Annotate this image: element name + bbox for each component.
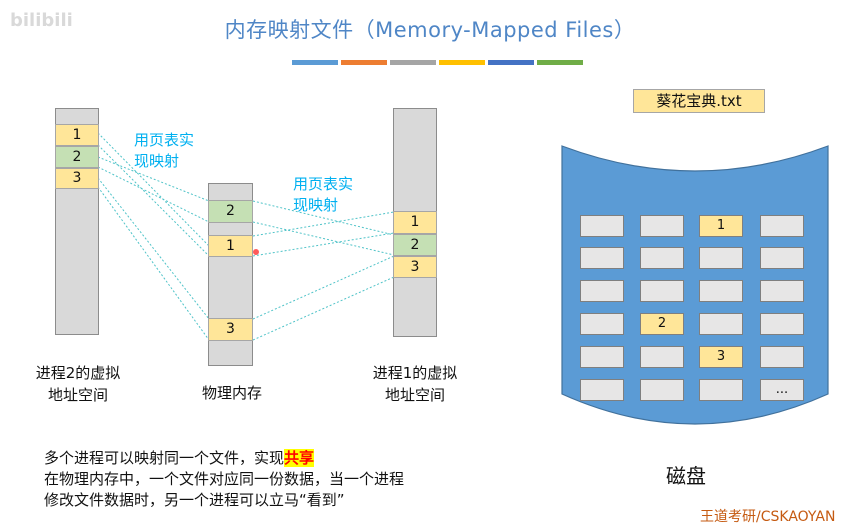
note-highlight: 共享 [284, 449, 315, 467]
process2-page-cell: 2 [55, 146, 99, 168]
physical-page-cell: 1 [208, 235, 253, 257]
slide-title: 内存映射文件（Memory-Mapped Files） [224, 18, 636, 42]
disk-block [699, 247, 743, 269]
process2-page-cell: 1 [55, 124, 99, 146]
disk-block [580, 280, 624, 302]
callout-right-line2: 现映射 [293, 196, 339, 214]
disk-block [640, 379, 684, 401]
disk-block [640, 346, 684, 368]
disk-block: 2 [640, 313, 684, 335]
disk-block [640, 280, 684, 302]
callout-left-line1: 用页表实 [134, 131, 195, 149]
mapping-line [97, 186, 210, 341]
watermark-logo: bilibili [10, 10, 73, 31]
title-color-bar [292, 60, 338, 65]
disk-block [580, 313, 624, 335]
process1-label-line2: 地址空间 [384, 386, 445, 404]
disk-block [580, 346, 624, 368]
title-color-bar [537, 60, 583, 65]
disk-block: 1 [699, 215, 743, 237]
process2-label-line2: 地址空间 [47, 386, 108, 404]
mapping-line [252, 255, 395, 320]
note-line1: 多个进程可以映射同一个文件，实现共享 [44, 448, 404, 469]
note-line2: 在物理内存中，一个文件对应同一份数据，当一个进程 [44, 470, 405, 488]
disk-block [640, 215, 684, 237]
physical-page-cell: 3 [208, 318, 253, 341]
page-table-callout-left: 用页表实 现映射 [134, 130, 194, 172]
process1-label-line1: 进程1的虚拟 [372, 364, 458, 382]
note-line3: 修改文件数据时，另一个进程可以立马“看到” [44, 491, 345, 509]
disk-block [640, 247, 684, 269]
disk-block [580, 379, 624, 401]
disk-block [580, 247, 624, 269]
title-color-bar [390, 60, 436, 65]
mapping-line [252, 276, 395, 341]
disk-block [699, 379, 743, 401]
callout-left-line2: 现映射 [134, 152, 180, 170]
process1-page-cell: 3 [393, 256, 437, 278]
process1-page-cell: 1 [393, 211, 437, 234]
disk-block: ... [760, 379, 804, 401]
disk-label: 磁盘 [666, 464, 706, 488]
mapping-line [97, 166, 210, 223]
disk-block [699, 313, 743, 335]
disk-block [580, 215, 624, 237]
mapping-line [252, 221, 395, 256]
process1-page-cell: 2 [393, 234, 437, 256]
mapping-line [97, 177, 210, 320]
mapping-line [252, 232, 395, 257]
title-color-bar [341, 60, 387, 65]
disk-block [760, 247, 804, 269]
note-line1-text: 多个进程可以映射同一个文件，实现 [44, 449, 285, 467]
physical-memory-label: 物理内存 [201, 384, 262, 402]
disk-block [760, 313, 804, 335]
disk-block [699, 280, 743, 302]
title-color-bar [439, 60, 485, 65]
explanation-note: 多个进程可以映射同一个文件，实现共享 在物理内存中，一个文件对应同一份数据，当一… [44, 448, 404, 511]
disk-block [760, 280, 804, 302]
disk-block: 3 [699, 346, 743, 368]
callout-right-line1: 用页表实 [293, 175, 354, 193]
physical-page-cell: 2 [208, 200, 253, 223]
footer-watermark: 王道考研/CSKAOYAN [700, 509, 836, 525]
process2-label: 进程2的虚拟 地址空间 [18, 362, 138, 406]
mapping-line [252, 200, 395, 236]
title-color-bar [488, 60, 534, 65]
disk-block [760, 215, 804, 237]
page-table-callout-right: 用页表实 现映射 [293, 174, 353, 216]
file-name-box: 葵花宝典.txt [633, 89, 765, 113]
cursor-dot [253, 249, 259, 255]
disk-block [760, 346, 804, 368]
process1-label: 进程1的虚拟 地址空间 [355, 362, 475, 406]
process2-label-line1: 进程2的虚拟 [35, 364, 121, 382]
process2-page-cell: 3 [55, 168, 99, 189]
